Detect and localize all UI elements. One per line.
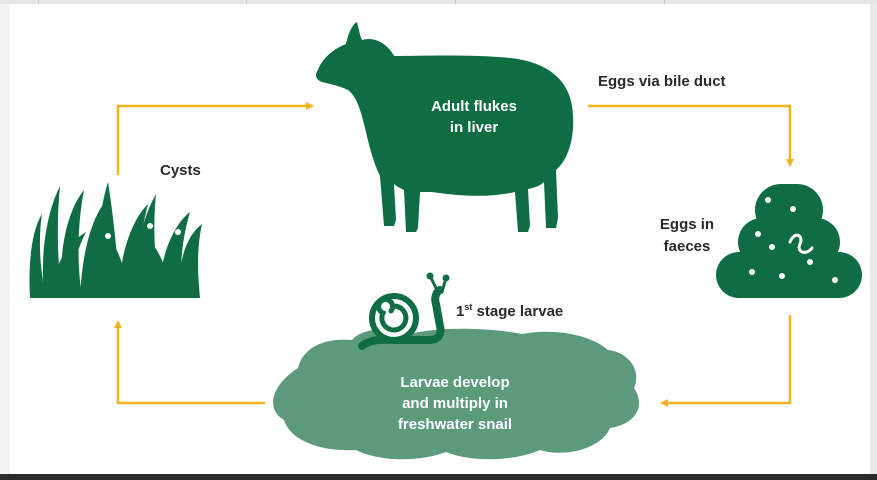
- sheep-icon: [315, 22, 574, 232]
- eggs-bile-duct-label: Eggs via bile duct: [598, 73, 726, 90]
- top-border-tick: [38, 0, 39, 4]
- larvae-develop-line-1: Larvae develop: [400, 374, 510, 391]
- adult-flukes-line-1: Adult flukes: [431, 98, 517, 115]
- larvae-develop-label: Larvae develop and multiply in freshwate…: [370, 372, 540, 435]
- eggs-faeces-line-1: Eggs in: [659, 216, 715, 233]
- cysts-label: Cysts: [160, 162, 201, 179]
- snail-icon: [358, 272, 450, 350]
- bottom-border: [0, 474, 877, 480]
- larvae-stage-ordinal: 1: [456, 303, 465, 320]
- right-frame: [870, 4, 877, 474]
- larvae-develop-line-2: and multiply in: [402, 395, 508, 412]
- eggs-in-faeces-label: Eggs in faeces: [650, 214, 724, 258]
- arrow-cysts-to-sheep: [116, 102, 314, 175]
- larvae-develop-line-3: freshwater snail: [397, 416, 513, 433]
- top-border-tick: [664, 0, 665, 4]
- top-border-tick: [246, 0, 247, 4]
- top-border: [0, 0, 877, 4]
- top-border-tick: [455, 0, 456, 4]
- larvae-stage-suffix: st: [464, 302, 473, 312]
- arrow-faeces-to-snail: [660, 315, 792, 407]
- larvae-stage-rest: stage larvae: [472, 303, 564, 320]
- puddle-shape: [273, 328, 640, 460]
- adult-flukes-line-2: in liver: [449, 119, 499, 136]
- cycle-arrows: [114, 102, 794, 407]
- adult-flukes-label: Adult flukes in liver: [404, 96, 544, 138]
- first-stage-larvae-label: 1st stage larvae: [456, 296, 563, 323]
- grass-icon: [29, 182, 202, 298]
- arrow-sheep-to-faeces: [588, 104, 794, 167]
- left-frame: [0, 4, 10, 474]
- faeces-icon: [716, 184, 862, 298]
- eggs-faeces-line-2: faeces: [663, 238, 711, 255]
- arrow-snail-to-grass: [114, 320, 265, 405]
